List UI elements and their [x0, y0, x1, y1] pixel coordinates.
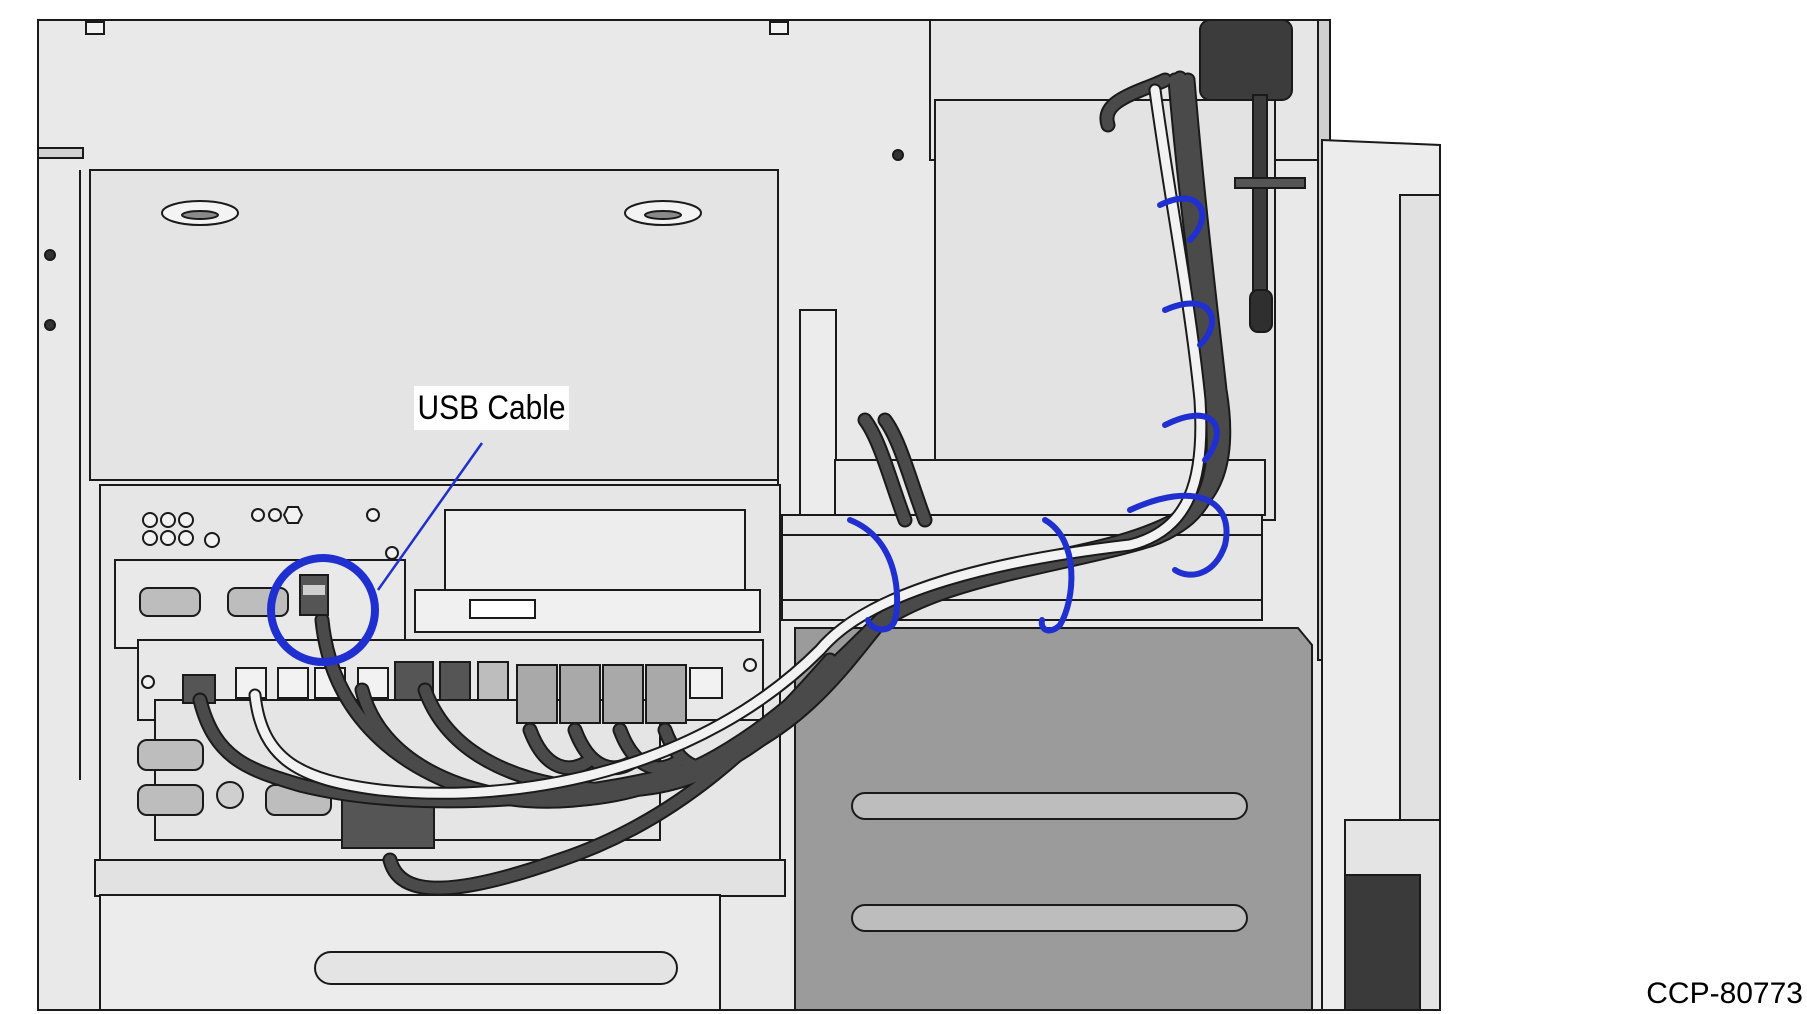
- network-jack-2: [559, 664, 601, 724]
- cable-ties: [847, 195, 1230, 634]
- callout-leader-line: [376, 442, 484, 591]
- cable-tray: [794, 627, 1313, 1011]
- card-slot: [444, 509, 746, 591]
- network-jack-1: [516, 664, 558, 724]
- db-cable-plug: [341, 799, 435, 849]
- usb-cable-label: USB Cable: [414, 386, 570, 430]
- port-row: [182, 661, 723, 724]
- cable-bundle: [192, 70, 1232, 896]
- bottom-handle-slot: [314, 951, 678, 985]
- network-jack-4: [645, 664, 687, 724]
- lower-right-dark-block: [1344, 874, 1421, 1011]
- serial-port-1: [139, 587, 201, 617]
- serial-port-2: [227, 587, 289, 617]
- expansion-card: [414, 589, 761, 633]
- top-fasteners: [37, 21, 904, 331]
- serial-port-3: [137, 739, 204, 771]
- serial-port-4: [137, 784, 204, 816]
- figure-id: CCP-80773: [1646, 977, 1803, 1010]
- network-jack-3: [602, 664, 644, 724]
- panel-screws: [141, 475, 1241, 689]
- callout-ring: [267, 554, 379, 666]
- usb-cable-callout: [267, 442, 484, 666]
- tray-slot-lower: [851, 904, 1248, 932]
- power-cord: [1199, 19, 1306, 333]
- tray-slot-upper: [851, 792, 1248, 820]
